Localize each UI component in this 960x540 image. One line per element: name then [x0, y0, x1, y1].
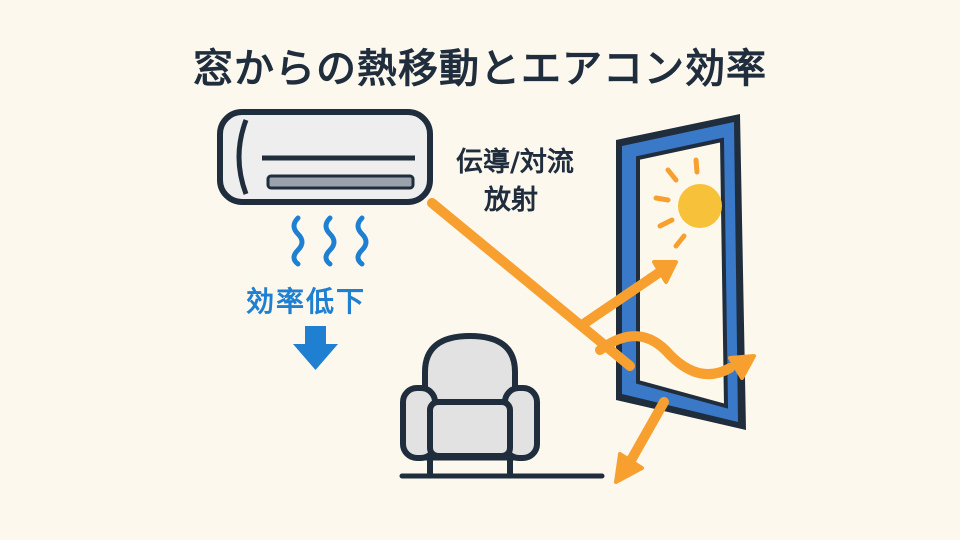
page-title: 窓からの熱移動とエアコン効率	[193, 46, 767, 92]
heat-arrow-icon	[427, 198, 756, 484]
air-conditioner-icon	[217, 109, 433, 205]
window-icon	[616, 114, 746, 430]
cool-air-waves-icon	[291, 215, 369, 267]
down-arrow-icon	[293, 326, 338, 370]
efficiency-decrease-label: 効率低下	[246, 285, 367, 318]
armchair-icon	[400, 333, 540, 474]
sun-icon	[653, 157, 722, 249]
heat-transfer-label-line2: 放射	[484, 185, 538, 216]
heat-transfer-label-line1: 伝導/対流	[456, 147, 574, 178]
